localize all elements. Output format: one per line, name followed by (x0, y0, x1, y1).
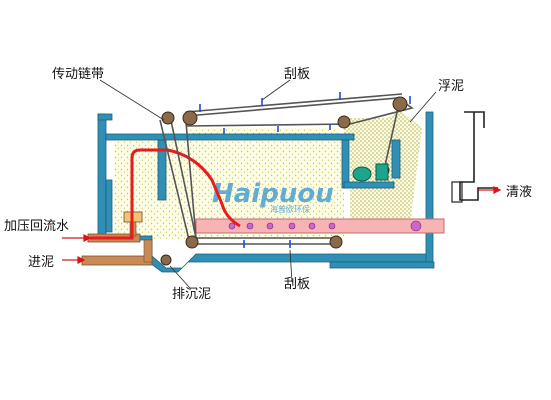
label-drive-chain: 传动链带 (52, 67, 104, 82)
watermark-brand: Haipuou (212, 179, 334, 209)
label-inlet-sludge: 进泥 (28, 255, 54, 270)
flow-arrows (62, 186, 502, 264)
label-clear-liquid: 清液 (506, 185, 532, 200)
return-water-pipe (90, 148, 241, 240)
leader-lines (99, 79, 437, 289)
release-pipe (195, 218, 445, 234)
clear-liquid-chamber (451, 111, 498, 203)
scraper-flights (199, 92, 411, 248)
label-sediment-discharge: 排沉泥 (172, 287, 211, 302)
label-float-sludge: 浮泥 (438, 79, 464, 94)
label-scraper-bottom: 刮板 (284, 277, 310, 292)
label-scraper-top: 刮板 (284, 67, 310, 82)
discharge-equipment (352, 163, 389, 182)
watermark: Haipuou 海普欧环保 (212, 179, 334, 214)
watermark-subtitle: 海普欧环保 (270, 204, 310, 214)
label-pressurized-return-water: 加压回流水 (4, 219, 69, 234)
